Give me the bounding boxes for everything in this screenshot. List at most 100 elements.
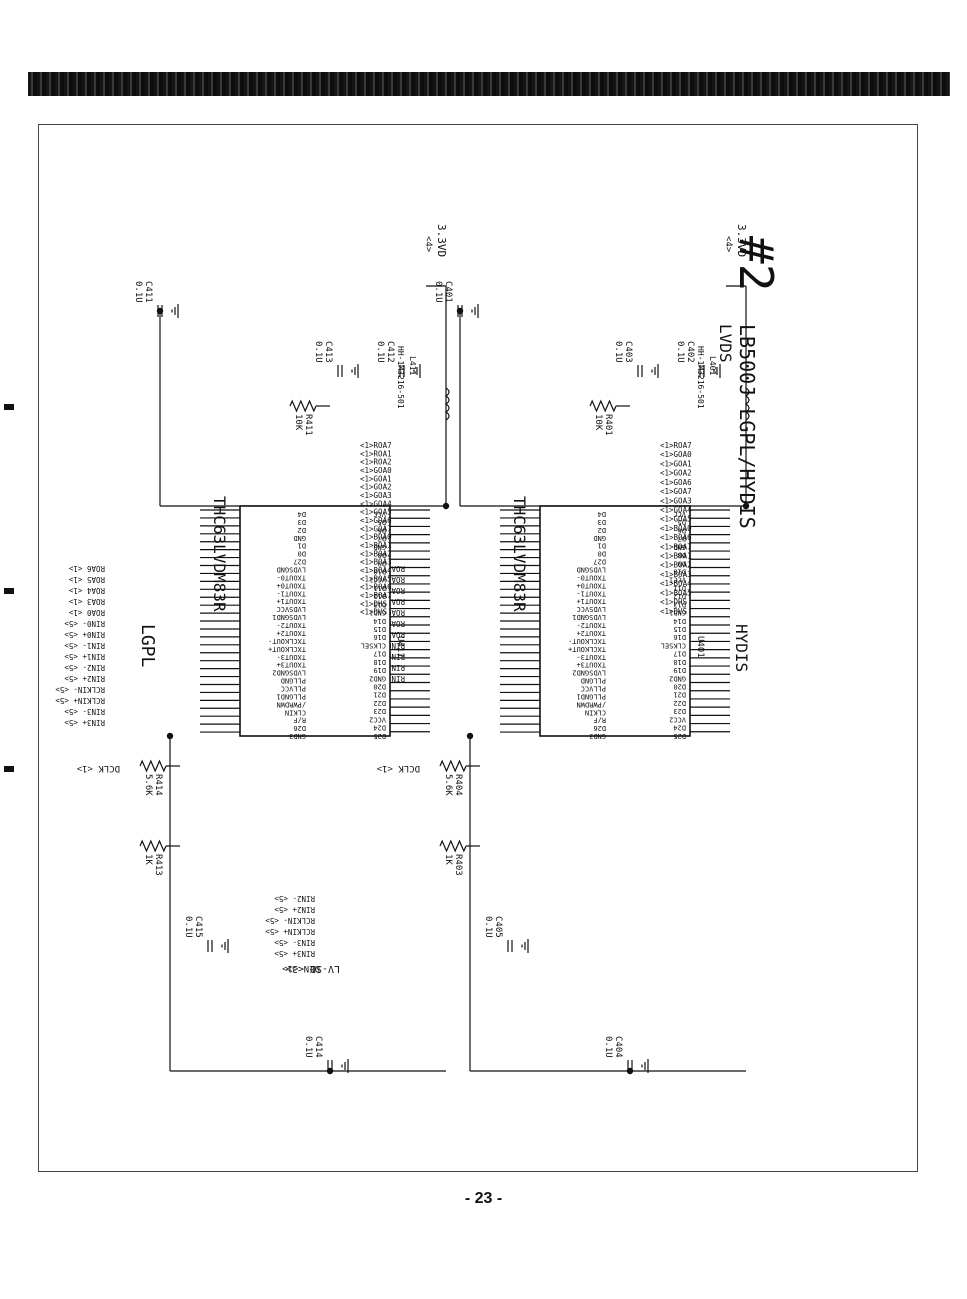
output-net-label: RIN3- <5> [274, 938, 315, 947]
input-net-label: <1>DHS [360, 599, 388, 608]
pin-label: LVDSGND [576, 566, 606, 574]
input-net-label: <1>GOA6 [360, 516, 392, 525]
input-net-label: <1>BOA0 [660, 524, 692, 533]
output-net-label: ROA4 <1> [68, 586, 105, 595]
input-net-label: <1>GOA6 [660, 478, 692, 487]
pin-label: TXCLKOUT- [568, 637, 606, 645]
pin-label: GND [593, 534, 606, 542]
output-net-label: RIN3+ <5> [64, 718, 105, 727]
pin-label: TXCLKOUT+ [268, 645, 306, 653]
output-net-label: ROA3 <1> [68, 597, 105, 606]
pin-label: CLKIN [285, 708, 306, 716]
input-net-label: <1>BOA4 [360, 566, 392, 575]
pin-label: D13 [673, 600, 686, 608]
resistor-value: 10K [593, 414, 603, 431]
input-net-label: <1>GOA2 [660, 469, 692, 478]
pin-label: TXOUT1- [276, 589, 306, 597]
binding-mark [4, 766, 14, 772]
capacitor-value: 0.1U [613, 341, 623, 363]
input-net-label: <1>GOA3 [360, 491, 392, 500]
output-net-label: RIN0+ <5> [64, 630, 105, 639]
capacitor-value: 0.1U [675, 341, 685, 363]
resistor-ref: R403 [453, 854, 463, 876]
capacitor-value: 0.1U [133, 281, 143, 303]
junction-dot [742, 502, 750, 510]
resistor [289, 399, 317, 413]
pin-label: VCC1 [369, 576, 386, 584]
pin-label: D9 [378, 559, 386, 567]
capacitor-value: 0.1U [303, 1036, 313, 1058]
capacitor-value: 0.1U [313, 341, 323, 363]
resistor [439, 759, 467, 773]
pin-label: LVDSGND1 [272, 613, 306, 621]
pin-label: TXOUT0- [276, 573, 306, 581]
pin-label: D17 [673, 650, 686, 658]
pin-label: CLKIN [585, 708, 606, 716]
input-net-label: <1>GOA1 [660, 459, 692, 468]
resistor-ref: R413 [153, 854, 163, 876]
pin-label: VCC [673, 510, 686, 518]
input-net-label: <1>GOA0 [360, 466, 392, 475]
input-net-label: <1>BOA2 [660, 561, 692, 570]
resistor-ref: R411 [303, 414, 313, 436]
pin-label: D16 [373, 633, 386, 641]
pin-label: D7 [378, 535, 386, 543]
input-net-label: <1>BOA5 [360, 574, 392, 583]
pin-label: PLLVCC [581, 684, 606, 692]
pin-label: D11 [373, 584, 386, 592]
binding-mark [4, 588, 14, 594]
pin-label: D3 [298, 518, 306, 526]
pin-label: R/F [293, 716, 306, 724]
resistor [589, 399, 617, 413]
pin-label: VCC1 [669, 576, 686, 584]
pin-label: D17 [373, 650, 386, 658]
capacitor-ref: C401 [443, 281, 453, 303]
pin-label: D12 [673, 592, 686, 600]
output-net-label: RIN0- <5> [64, 619, 105, 628]
pin-label: TXOUT3- [576, 653, 606, 661]
supply-net-label: 3.3VD [735, 224, 748, 257]
pin-label: TXOUT2+ [576, 629, 606, 637]
pin-label: TXOUT0+ [276, 581, 306, 589]
pin-label: D2 [598, 526, 606, 534]
pin-label: VCC2 [669, 715, 686, 723]
pin-label: TXOUT3+ [576, 661, 606, 669]
output-net-label: RIN3- <5> [64, 707, 105, 716]
resistor-value: 5.6K [143, 774, 153, 796]
output-net-label: RCLKIN- <5> [55, 685, 105, 694]
resistor [139, 759, 167, 773]
pin-label: D18 [373, 658, 386, 666]
dclk-label: DCLK <1> [376, 763, 420, 773]
ic-ref: U411 [395, 636, 405, 658]
capacitor-ref: C412 [385, 341, 395, 363]
pin-label: D14 [673, 617, 686, 625]
output-net-label: RIN2- <5> [274, 894, 315, 903]
pin-label: CLKSEL [661, 641, 686, 649]
supply-ref-label: <4> [723, 236, 733, 253]
output-net-label: RIN2+ <5> [274, 905, 315, 914]
pin-label: D18 [673, 658, 686, 666]
capacitor-ref: C403 [623, 341, 633, 363]
pin-label: GND [293, 534, 306, 542]
output-net-label: RIN1- <5> [64, 641, 105, 650]
input-net-label: <1>GOA2 [360, 483, 392, 492]
hydis-section-label: HYDIS [732, 624, 751, 672]
capacitor-value: 0.1U [433, 281, 443, 303]
input-net-label: <1>BOA1 [660, 552, 692, 561]
ic-part: THC63LVDM83R [210, 496, 229, 612]
inductor-ref: L401 [708, 356, 717, 375]
pin-label: TXOUT1+ [276, 597, 306, 605]
pin-label: D24 [373, 724, 386, 732]
resistor-ref: R401 [603, 414, 613, 436]
input-net-label: <1>GOA7 [660, 487, 692, 496]
pin-label: D5 [378, 518, 386, 526]
inductor-part: HH-1M3216-501 [396, 346, 405, 409]
resistor-value: 1K [143, 854, 153, 865]
pin-label: TXOUT1- [576, 589, 606, 597]
pin-label: D1 [598, 542, 606, 550]
input-net-label: <1>ROA1 [360, 449, 392, 458]
pin-label: D10 [673, 568, 686, 576]
junction-dot [166, 732, 174, 740]
resistor-ref: R404 [453, 774, 463, 796]
binding-mark [4, 404, 14, 410]
